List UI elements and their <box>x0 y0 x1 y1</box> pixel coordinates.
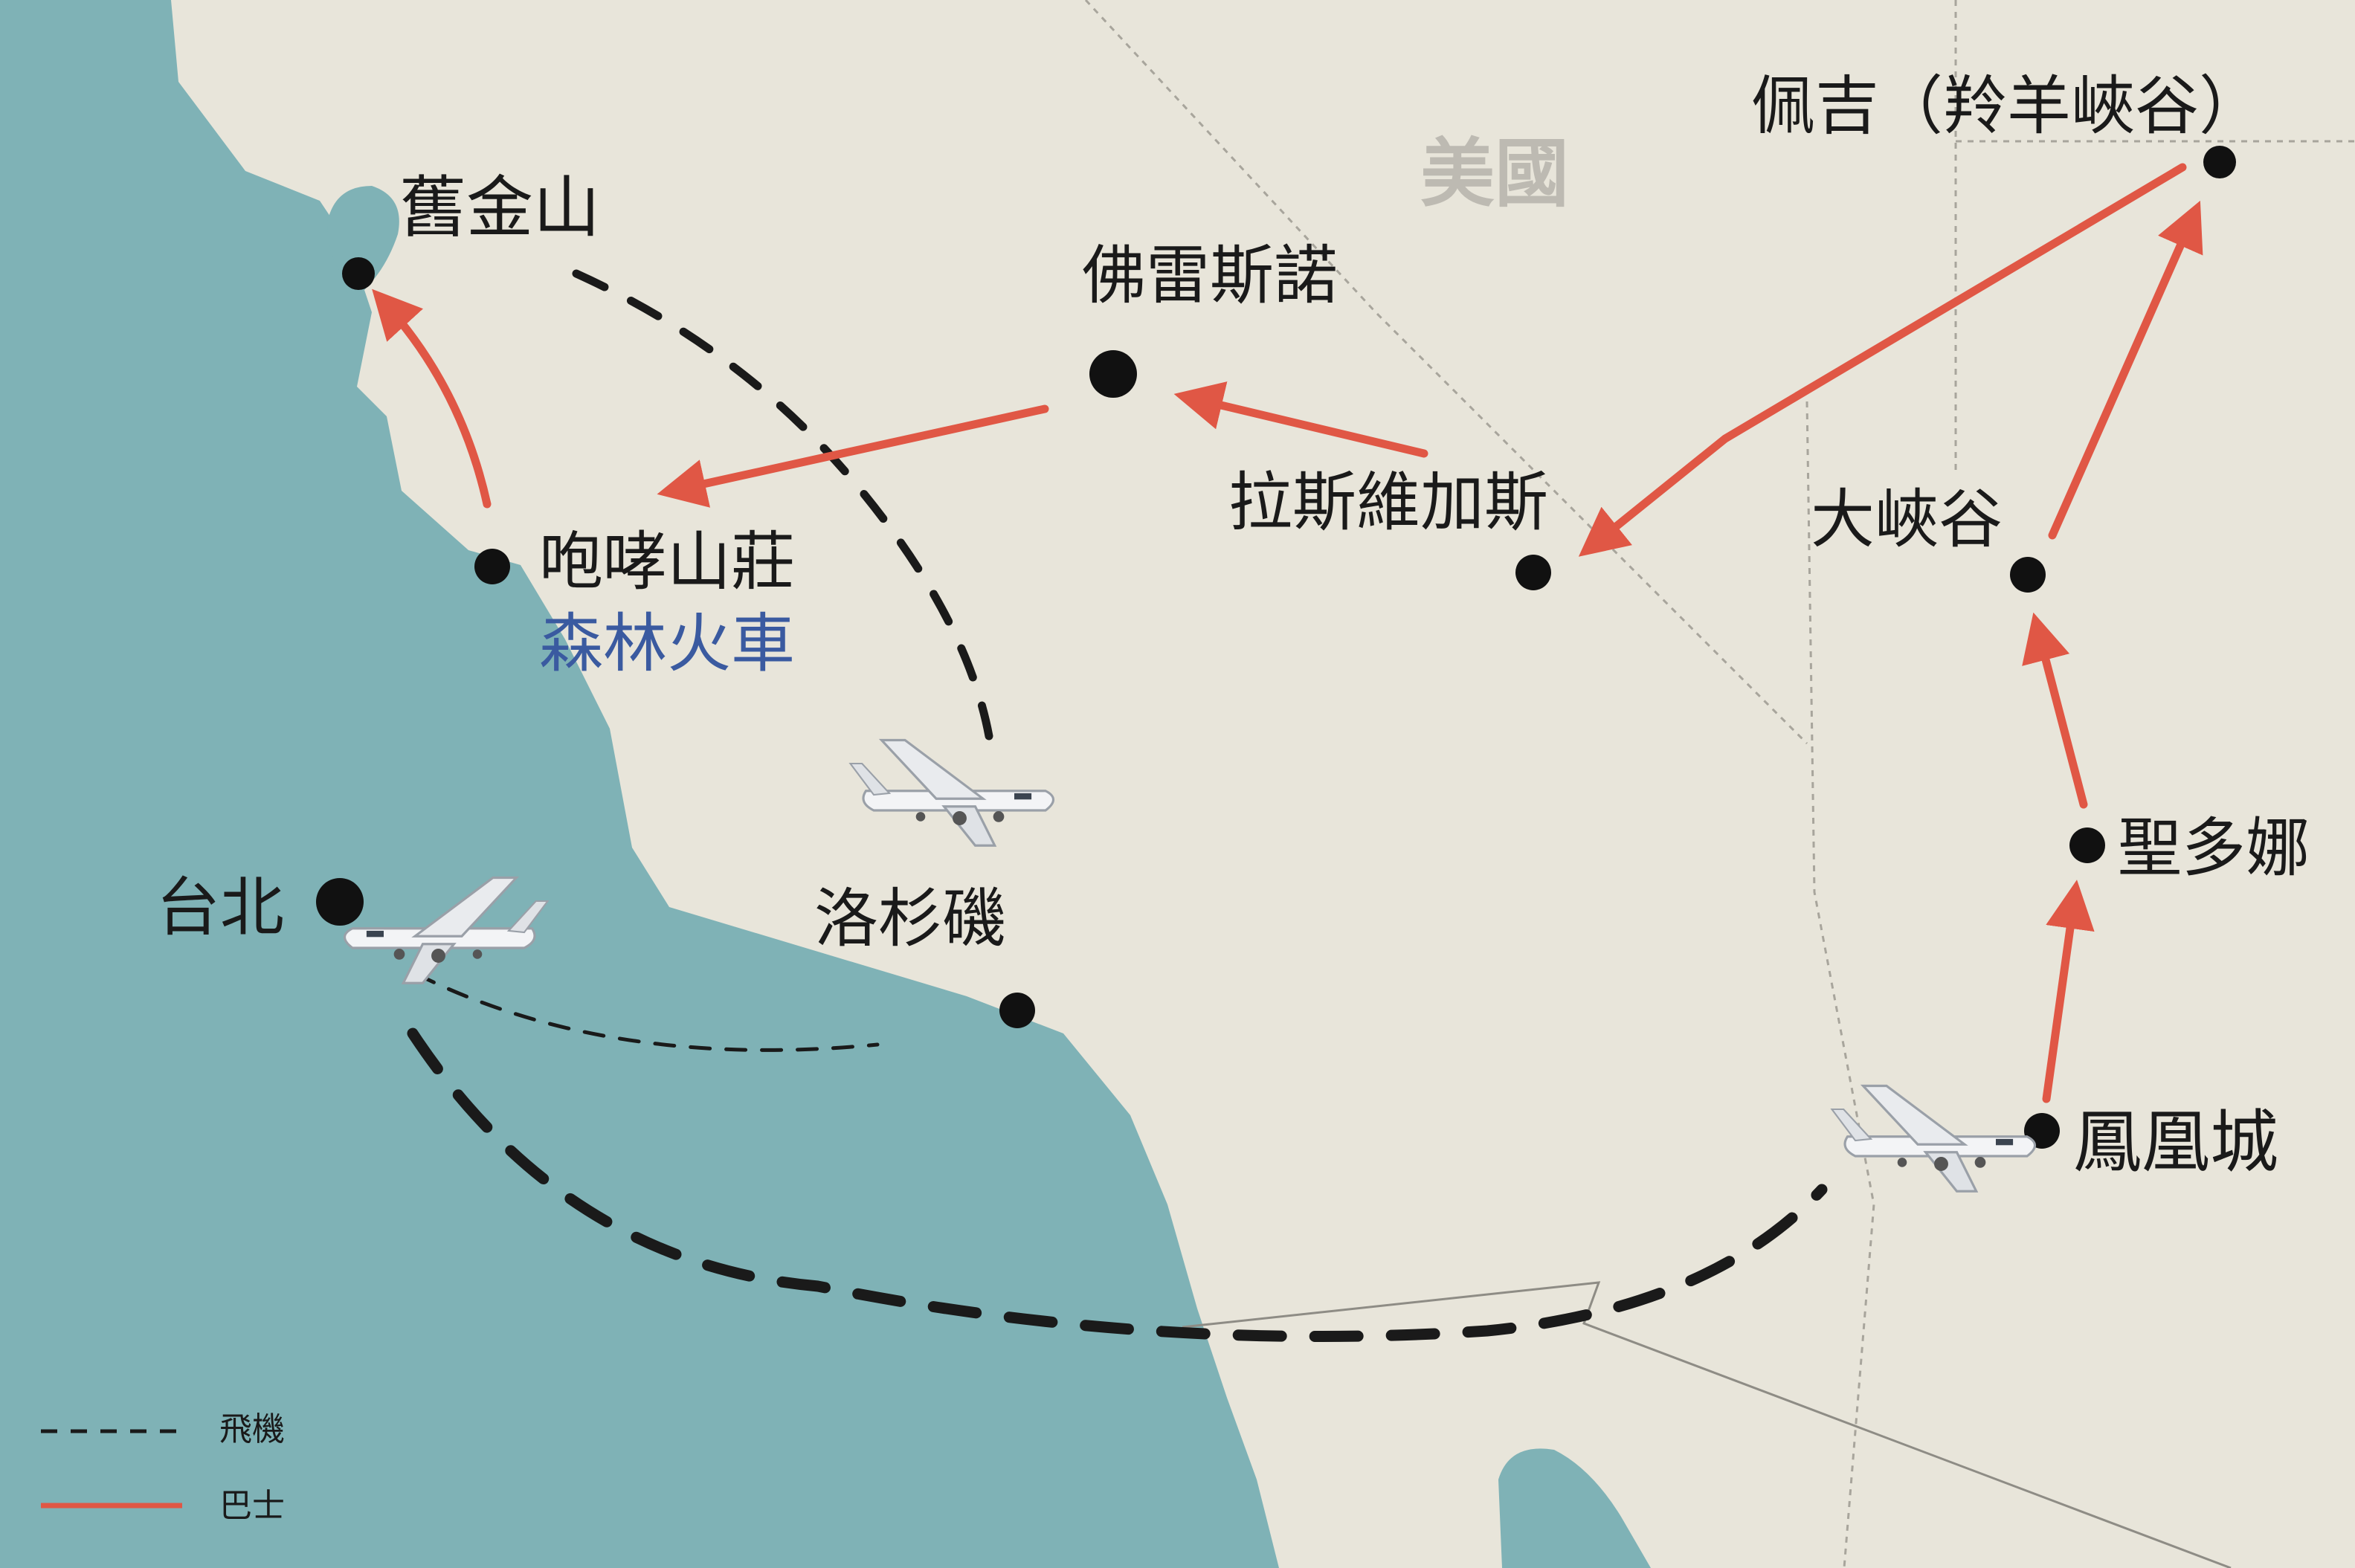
dot-page <box>2203 146 2236 178</box>
legend-flight-label: 飛機 <box>219 1410 285 1448</box>
label-sedona: 聖多娜 <box>2118 811 2310 885</box>
label-roaring-camp: 咆哮山莊 <box>539 525 795 599</box>
dot-san-francisco <box>342 257 375 290</box>
label-san-francisco: 舊金山 <box>399 169 600 247</box>
label-grand-canyon: 大峽谷 <box>1811 483 2003 557</box>
gulf-of-california <box>1498 1448 1651 1568</box>
dot-las-vegas <box>1515 555 1551 590</box>
label-page: 佩吉（羚羊峽谷） <box>1751 69 2263 143</box>
label-forest-train: 森林火車 <box>539 607 795 681</box>
legend-bus-label: 巴士 <box>219 1487 285 1525</box>
state-borders <box>1084 0 2355 1568</box>
label-fresno: 佛雷斯諾 <box>1082 239 1338 313</box>
dot-los-angeles <box>999 993 1035 1028</box>
pacific-ocean <box>0 0 1279 1568</box>
bus-roaringcamp-sf <box>372 288 492 509</box>
flight-route-taipei-la <box>414 972 880 1052</box>
dot-grand-canyon <box>2010 557 2046 593</box>
label-taipei: 台北 <box>156 871 284 945</box>
country-label: 美國 <box>1420 130 1569 217</box>
bus-fresno-roaringcamp <box>657 404 1049 508</box>
country-border <box>1182 1281 2232 1568</box>
bus-grandcanyon-page <box>2048 200 2203 540</box>
bus-phoenix-sedona <box>2042 880 2095 1103</box>
bus-page-lasvegas <box>1578 163 2187 557</box>
legend: 飛機 巴士 <box>41 1410 285 1525</box>
dot-roaring-camp <box>474 549 510 584</box>
label-los-angeles: 洛杉磯 <box>814 882 1006 956</box>
dot-taipei <box>316 878 364 926</box>
bus-sedona-grandcanyon <box>2022 612 2088 809</box>
dot-fresno <box>1089 350 1137 398</box>
flight-routes <box>407 269 1828 1342</box>
label-las-vegas: 拉斯維加斯 <box>1228 465 1548 540</box>
bus-lasvegas-fresno <box>1173 381 1428 458</box>
label-phoenix: 鳳凰城 <box>2073 1103 2278 1182</box>
dot-sedona <box>2069 827 2105 863</box>
bus-routes <box>372 163 2203 1103</box>
flight-route-sf <box>572 269 993 741</box>
flight-route-taipei-phoenix <box>407 1027 1828 1342</box>
